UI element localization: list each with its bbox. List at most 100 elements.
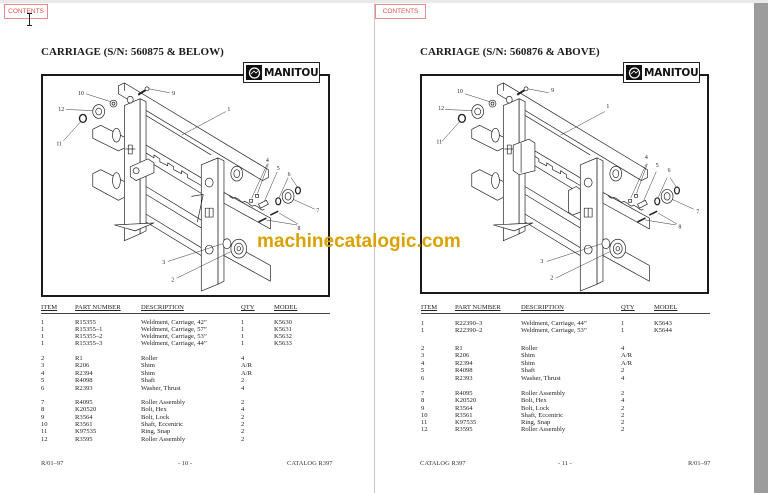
cell-description: Shaft (521, 367, 535, 374)
cell-description: Washer, Thrust (141, 385, 181, 392)
cell-qty: 4 (241, 355, 245, 362)
cell-item: 9 (421, 405, 425, 412)
cell-item: 1 (41, 319, 45, 326)
cell-description: Ring, Snap (521, 419, 551, 426)
manitou-emblem-icon (626, 65, 642, 80)
cell-description: Bolt, Hex (141, 406, 167, 413)
cell-description: Shim (141, 362, 155, 369)
contents-link[interactable]: CONTENTS (4, 4, 48, 19)
table-row: 2 R1 Roller 4 (41, 355, 330, 363)
header-part-number: PART NUMBER (455, 304, 501, 311)
brand-name: MANITOU (264, 66, 319, 79)
cell-qty: 2 (621, 426, 625, 433)
cell-description: Roller (141, 355, 158, 362)
callout-labels: 9 10 12 11 1 4 5 6 7 8 3 2 (56, 91, 319, 283)
cell-qty: 1 (621, 320, 625, 327)
callout-8: 8 (678, 224, 681, 230)
catalog-page-10: CONTENTS CARRIAGE (S/N: 560875 & BELOW) … (0, 0, 374, 493)
cell-item: 12 (421, 426, 428, 433)
header-model: MODEL (274, 304, 298, 311)
cell-qty: 2 (621, 390, 625, 397)
cell-item: 7 (421, 390, 425, 397)
cell-description: Weldment, Carriage, 53” (521, 327, 587, 334)
page-title: CARRIAGE (S/N: 560875 & BELOW) (41, 46, 224, 58)
cell-description: Weldment, Carriage, 44” (141, 340, 207, 347)
catalog-page-11: CONTENTS CARRIAGE (S/N: 560876 & ABOVE) … (375, 0, 754, 493)
cell-qty: 2 (241, 414, 245, 421)
cell-qty: A/R (241, 362, 252, 369)
cell-item: 1 (41, 326, 45, 333)
callout-1: 1 (227, 107, 230, 113)
cell-description: Weldment, Carriage, 57” (141, 326, 207, 333)
table-row: 6 R2393 Washer, Thrust 4 (41, 385, 330, 393)
cell-qty: 1 (241, 333, 245, 340)
cell-description: Shaft, Eccentric (141, 421, 184, 428)
cell-description: Shim (521, 352, 535, 359)
header-item: ITEM (41, 304, 58, 311)
cell-part-number: R3595 (455, 426, 473, 433)
cell-part-number: R3564 (75, 414, 93, 421)
cell-item: 6 (421, 375, 425, 382)
cell-model: K5644 (654, 327, 672, 334)
cell-qty: 4 (621, 345, 625, 352)
cell-description: Ring, Snap (141, 428, 171, 435)
vertical-scrollbar[interactable] (754, 3, 768, 493)
footer-revision: R/01–97 (688, 460, 711, 467)
cell-part-number: R1 (455, 345, 463, 352)
cell-part-number: R1 (75, 355, 83, 362)
cell-qty: 2 (621, 419, 625, 426)
header-part-number: PART NUMBER (75, 304, 121, 311)
cell-part-number: R2394 (455, 360, 473, 367)
cell-description: Shaft (141, 377, 155, 384)
cell-part-number: K97535 (455, 419, 477, 426)
text-cursor-icon (27, 13, 32, 26)
callout-8: 8 (297, 226, 300, 232)
cell-model: K5643 (654, 320, 672, 327)
cell-description: Bolt, Hex (521, 397, 547, 404)
cell-item: 3 (41, 362, 45, 369)
cell-qty: 1 (621, 327, 625, 334)
cell-qty: 2 (241, 421, 245, 428)
cell-item: 2 (421, 345, 425, 352)
callout-12: 12 (58, 107, 64, 113)
cell-part-number: R15355–1 (75, 326, 103, 333)
cell-part-number: R15355–2 (75, 333, 103, 340)
footer-catalog: CATALOG R397 (287, 460, 333, 467)
cell-model: K5632 (274, 333, 292, 340)
cell-item: 6 (41, 385, 45, 392)
cell-part-number: R15355 (75, 319, 96, 326)
cell-part-number: R2394 (75, 370, 93, 377)
cell-qty: A/R (621, 352, 632, 359)
cell-qty: 2 (241, 436, 245, 443)
page-title: CARRIAGE (S/N: 560876 & ABOVE) (420, 46, 600, 58)
cell-part-number: K97535 (75, 428, 97, 435)
cell-part-number: R3561 (455, 412, 473, 419)
cell-item: 7 (41, 399, 45, 406)
cell-part-number: R2393 (75, 385, 93, 392)
cell-item: 5 (41, 377, 45, 384)
cell-part-number: R4095 (75, 399, 93, 406)
footer-revision: R/01–97 (41, 460, 64, 467)
cell-description: Weldment, Carriage, 44” (521, 320, 587, 327)
contents-link[interactable]: CONTENTS (375, 4, 426, 19)
cell-qty: 4 (241, 385, 245, 392)
manitou-logo: MANITOU (243, 62, 320, 83)
cell-model: K5630 (274, 319, 292, 326)
cell-item: 2 (41, 355, 45, 362)
cell-item: 11 (421, 419, 428, 426)
callout-2: 2 (550, 276, 553, 282)
manitou-logo: MANITOU (623, 62, 700, 83)
